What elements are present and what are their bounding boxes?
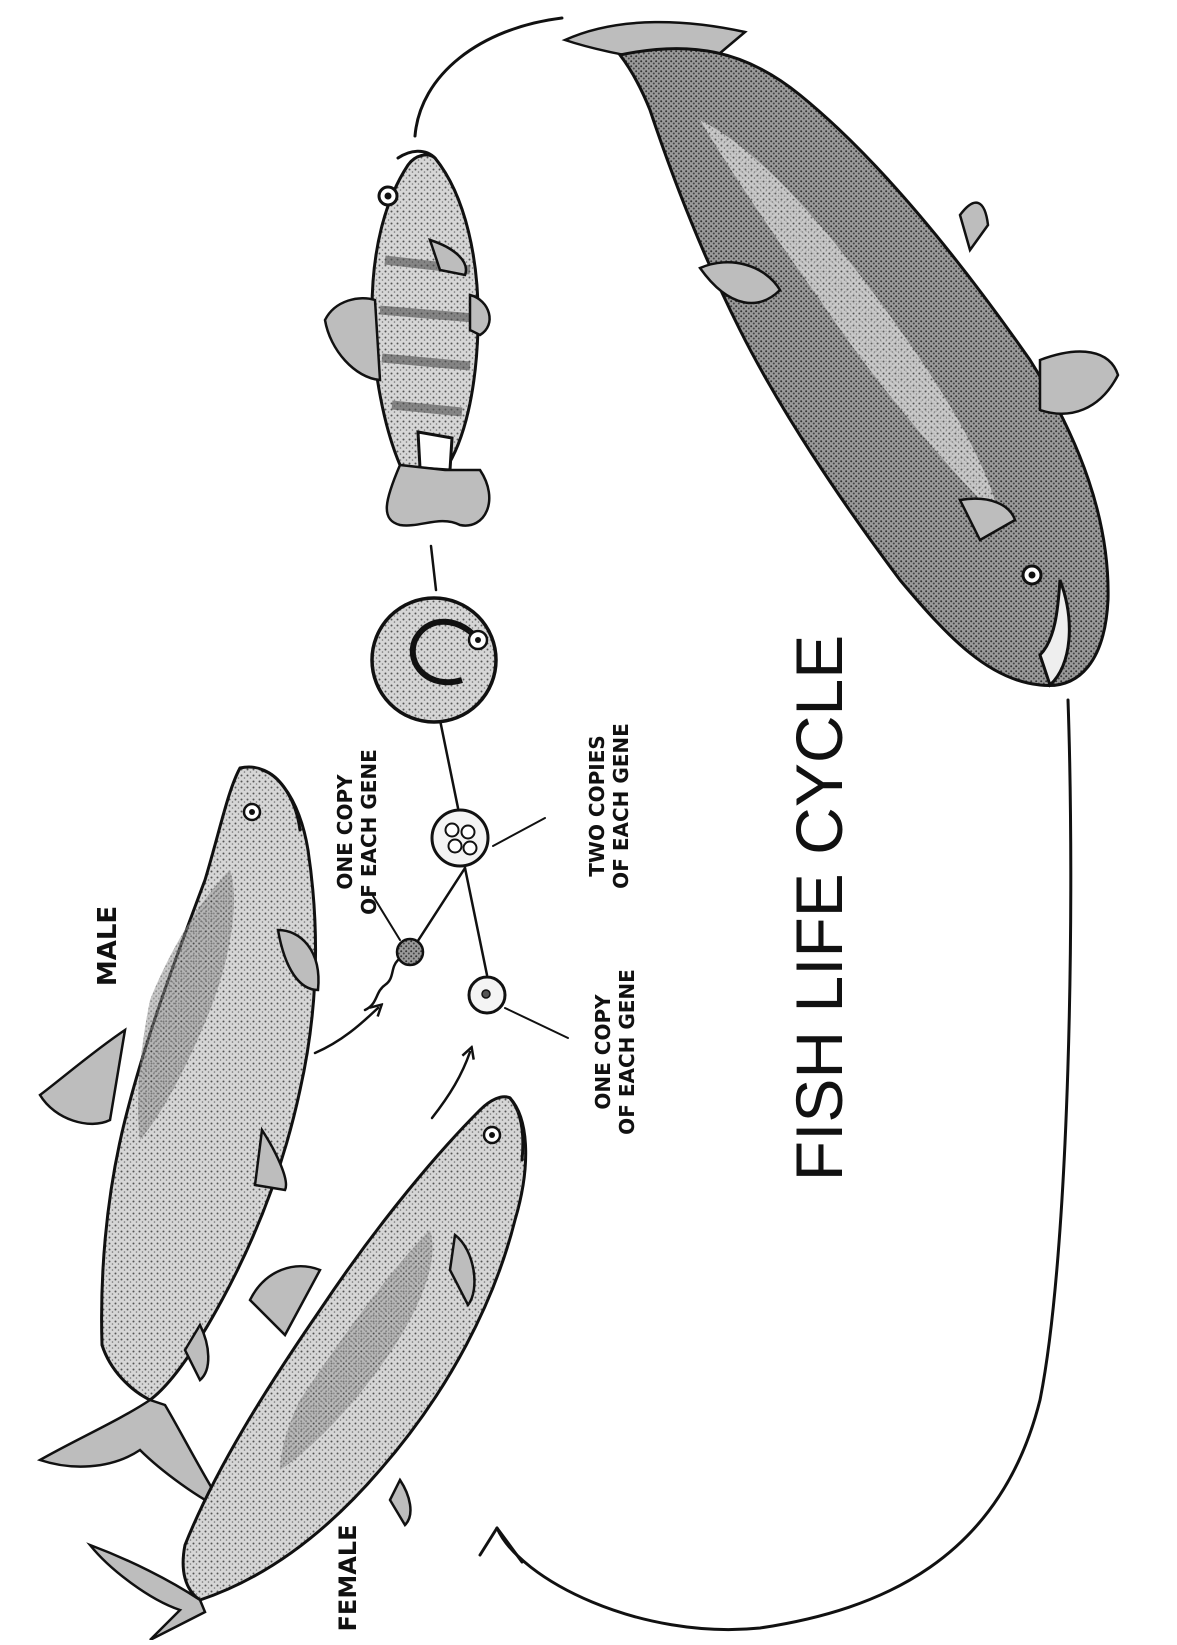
label-sperm-line2: OF EACH GENE <box>357 749 381 915</box>
arrow-female-to-egg <box>432 1052 470 1118</box>
cycle-line-juvenile-to-adult <box>415 18 562 136</box>
label-male: MALE <box>93 906 123 986</box>
label-sperm-line1: ONE COPY <box>333 774 357 890</box>
label-zygote-line2: OF EACH GENE <box>609 723 633 889</box>
egg <box>469 977 505 1013</box>
diagram-title: FISH LIFE CYCLE <box>782 635 856 1181</box>
leader-zygote <box>493 818 545 846</box>
arrow-male-to-sperm <box>315 1008 378 1053</box>
line-embryo-to-zygote <box>440 720 458 808</box>
leader-egg <box>505 1008 568 1038</box>
label-zygote-line1: TWO COPIES <box>585 735 609 877</box>
embryo-egg <box>372 598 496 722</box>
zygote <box>432 810 488 866</box>
sperm <box>365 939 423 1010</box>
label-egg-line2: OF EACH GENE <box>615 969 639 1135</box>
juvenile-fish <box>325 151 490 525</box>
adult-fish <box>565 22 1118 685</box>
line-egg-to-zygote <box>465 868 487 975</box>
label-egg-line1: ONE COPY <box>591 994 615 1110</box>
line-sperm-to-zygote <box>412 868 465 950</box>
label-female: FEMALE <box>334 1525 362 1632</box>
cycle-arrowhead <box>480 1528 522 1562</box>
line-juvenile-to-embryo <box>431 546 436 590</box>
